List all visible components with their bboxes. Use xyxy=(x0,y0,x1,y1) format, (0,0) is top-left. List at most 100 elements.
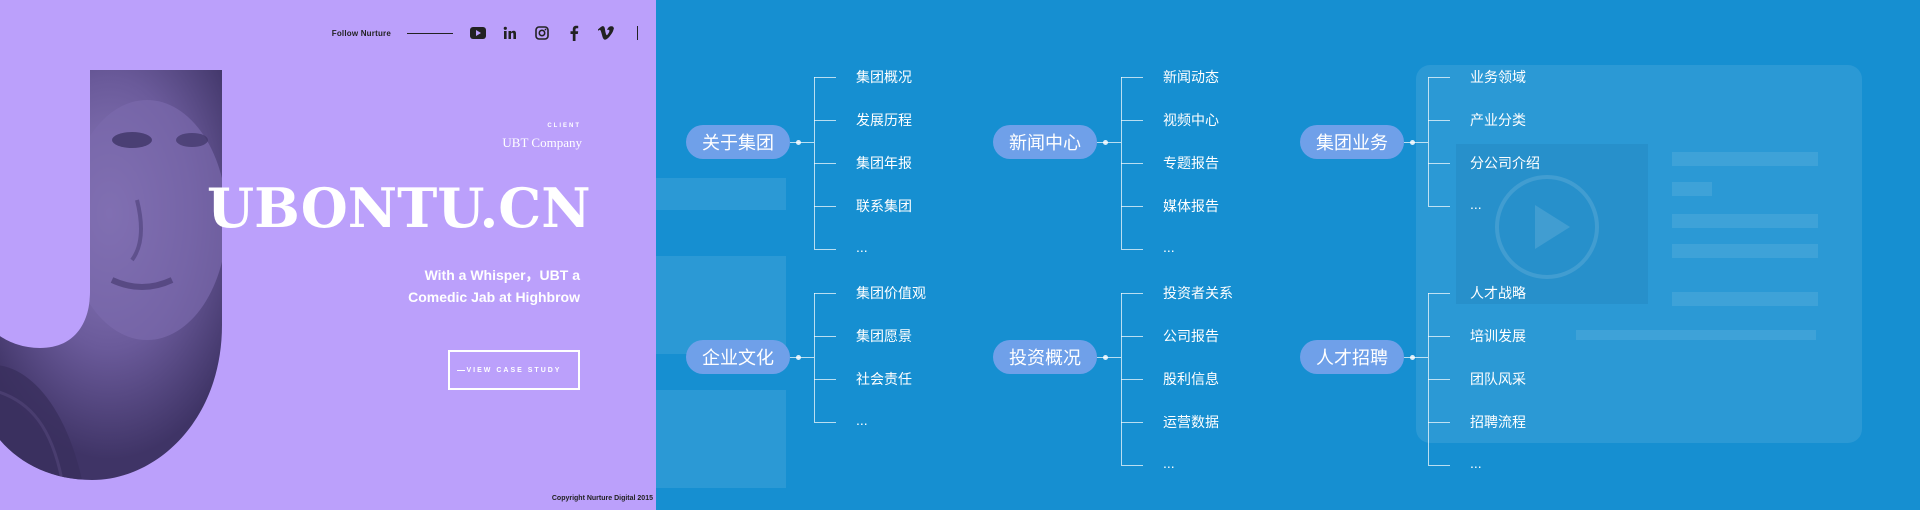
facebook-icon[interactable] xyxy=(565,24,583,42)
nav-item-more[interactable]: ... xyxy=(1470,455,1482,471)
connector xyxy=(790,142,814,143)
nav-chip[interactable]: 人才招聘 xyxy=(1300,340,1404,374)
bg-wireframe-bar xyxy=(1672,244,1818,258)
nav-item-more[interactable]: ... xyxy=(856,239,868,255)
tick xyxy=(1428,465,1450,466)
tick xyxy=(814,293,836,294)
tick xyxy=(1428,77,1450,78)
nav-item[interactable]: 产业分类 xyxy=(1470,112,1526,128)
copyright-text: Copyright Nurture Digital 2015 xyxy=(551,495,653,502)
tick xyxy=(1428,163,1450,164)
nav-item-more[interactable]: ... xyxy=(1470,196,1482,212)
nav-item[interactable]: 投资者关系 xyxy=(1163,285,1233,301)
nav-item[interactable]: 人才战略 xyxy=(1470,285,1526,301)
youtube-icon[interactable] xyxy=(469,24,487,42)
nav-item[interactable]: 视频中心 xyxy=(1163,112,1219,128)
follow-label: Follow Nurture xyxy=(331,28,391,38)
connector xyxy=(790,357,814,358)
sitemap-panel: 关于集团 集团概况 发展历程 集团年报 联系集团 ... 新闻中心 新闻动态 视… xyxy=(656,0,1920,510)
connector-dot xyxy=(1103,140,1108,145)
tick xyxy=(814,379,836,380)
tick xyxy=(1121,163,1143,164)
bg-wireframe-bar xyxy=(1672,292,1818,306)
nav-item[interactable]: 集团愿景 xyxy=(856,328,912,344)
connector-dot xyxy=(796,355,801,360)
nav-item[interactable]: 业务领域 xyxy=(1470,69,1526,85)
nav-item[interactable]: 团队风采 xyxy=(1470,371,1526,387)
nav-item[interactable]: 集团年报 xyxy=(856,155,912,171)
linkedin-icon[interactable] xyxy=(501,24,519,42)
bg-wireframe-panel xyxy=(1416,65,1862,443)
connector xyxy=(1404,142,1428,143)
nav-chip[interactable]: 新闻中心 xyxy=(993,125,1097,159)
tick xyxy=(814,163,836,164)
nav-chip[interactable]: 投资概况 xyxy=(993,340,1097,374)
nav-item[interactable]: 集团概况 xyxy=(856,69,912,85)
tick xyxy=(1428,293,1450,294)
nav-item[interactable]: 专题报告 xyxy=(1163,155,1219,171)
tick xyxy=(1428,336,1450,337)
nav-chip[interactable]: 集团业务 xyxy=(1300,125,1404,159)
tick xyxy=(814,336,836,337)
nav-item[interactable]: 公司报告 xyxy=(1163,328,1219,344)
hero-title: UBONTU.CN xyxy=(207,176,591,240)
nav-item[interactable]: 新闻动态 xyxy=(1163,69,1219,85)
portrait-j-image xyxy=(0,70,222,480)
follow-divider xyxy=(637,26,638,40)
tagline-line-1: With a Whisper，UBT a xyxy=(424,267,580,283)
bg-wireframe-bar xyxy=(1672,182,1712,196)
tick xyxy=(1121,336,1143,337)
follow-line xyxy=(407,32,453,34)
tick xyxy=(1121,206,1143,207)
play-icon xyxy=(1495,175,1599,279)
bg-wireframe-block xyxy=(1456,144,1648,304)
tick xyxy=(814,422,836,423)
tick xyxy=(1121,465,1143,466)
tick xyxy=(1121,120,1143,121)
nav-item[interactable]: 分公司介绍 xyxy=(1470,155,1540,171)
nav-item[interactable]: 集团价值观 xyxy=(856,285,926,301)
vimeo-icon[interactable] xyxy=(597,24,615,42)
social-links xyxy=(469,24,615,42)
client-label: CLIENT xyxy=(547,123,581,129)
nav-item[interactable]: 联系集团 xyxy=(856,198,912,214)
bg-wireframe-bar xyxy=(1672,152,1818,166)
connector-dot xyxy=(1103,355,1108,360)
nav-item[interactable]: 媒体报告 xyxy=(1163,198,1219,214)
connector xyxy=(1097,357,1121,358)
connector-dot xyxy=(796,140,801,145)
tick xyxy=(1428,379,1450,380)
bracket xyxy=(814,293,815,422)
connector xyxy=(1404,357,1428,358)
nav-item[interactable]: 发展历程 xyxy=(856,112,912,128)
tick xyxy=(1121,77,1143,78)
nav-chip[interactable]: 关于集团 xyxy=(686,125,790,159)
hero-panel: Follow Nurture xyxy=(0,0,656,510)
tick xyxy=(1121,249,1143,250)
connector-dot xyxy=(1410,355,1415,360)
instagram-icon[interactable] xyxy=(533,24,551,42)
nav-chip[interactable]: 企业文化 xyxy=(686,340,790,374)
connector-dot xyxy=(1410,140,1415,145)
nav-item-more[interactable]: ... xyxy=(856,412,868,428)
tick xyxy=(814,120,836,121)
follow-bar: Follow Nurture xyxy=(332,24,638,42)
nav-item[interactable]: 培训发展 xyxy=(1470,328,1526,344)
nav-item[interactable]: 运营数据 xyxy=(1163,414,1219,430)
hero-tagline: With a Whisper，UBT a Comedic Jab at High… xyxy=(320,264,580,308)
nav-item-more[interactable]: ... xyxy=(1163,239,1175,255)
bg-wireframe-bar xyxy=(1576,330,1816,340)
nav-item-more[interactable]: ... xyxy=(1163,455,1175,471)
bg-wireframe-bar xyxy=(1672,214,1818,228)
connector xyxy=(1097,142,1121,143)
tick xyxy=(814,249,836,250)
tick xyxy=(1428,120,1450,121)
tick xyxy=(1428,206,1450,207)
nav-item[interactable]: 股利信息 xyxy=(1163,371,1219,387)
company-name: UBT Company xyxy=(502,135,582,150)
view-case-study-button[interactable]: VIEW CASE STUDY xyxy=(448,350,580,390)
bg-shape xyxy=(656,390,786,488)
nav-item[interactable]: 社会责任 xyxy=(856,371,912,387)
bracket xyxy=(1428,77,1429,206)
nav-item[interactable]: 招聘流程 xyxy=(1470,414,1526,430)
